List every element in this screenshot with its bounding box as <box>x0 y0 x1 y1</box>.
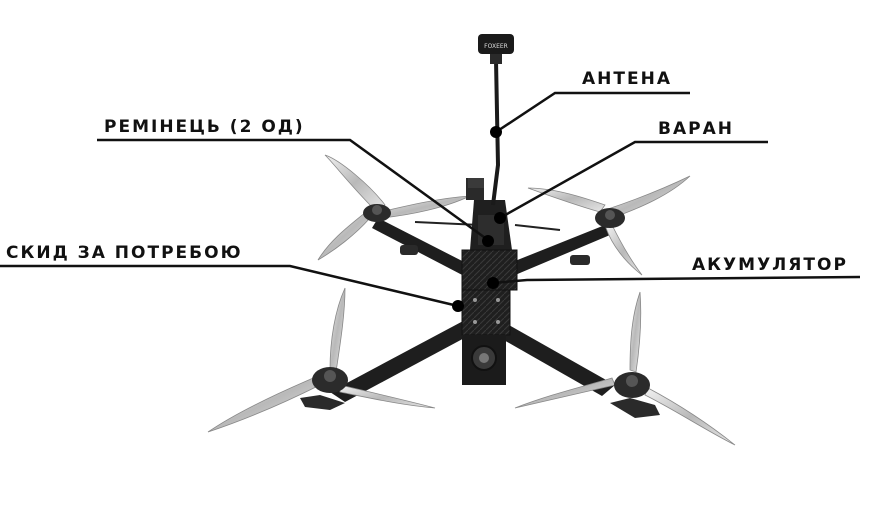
rx-antenna-right <box>514 224 561 231</box>
antenna-cap <box>478 34 514 54</box>
rx-antenna-left <box>414 221 481 226</box>
front-left-prop <box>207 287 436 433</box>
leader-battery <box>492 275 861 285</box>
rear-right-prop <box>527 175 691 276</box>
arm-rear-left <box>372 218 470 278</box>
leader-drop <box>0 264 459 308</box>
leader-dots <box>452 126 506 312</box>
label-strap: РЕМІНЕЦЬ (2 ОД) <box>104 117 305 137</box>
main-antenna: FOXEER <box>478 34 514 206</box>
label-antenna: АНТЕНА <box>582 69 672 89</box>
dot-strap <box>482 235 494 247</box>
leader-frame <box>499 140 768 220</box>
leader-lines <box>0 91 861 308</box>
battery-connector <box>468 178 484 188</box>
label-battery: АКУМУЛЯТОР <box>692 255 848 275</box>
dot-drop <box>452 300 464 312</box>
arm-front-left <box>330 320 470 402</box>
antenna-cap-text: FOXEER <box>484 43 508 50</box>
leader-antenna <box>495 91 690 134</box>
arms <box>330 218 615 402</box>
rear-left-prop <box>317 154 471 261</box>
dot-battery <box>487 277 499 289</box>
dot-frame <box>494 212 506 224</box>
leader-strap <box>97 138 489 242</box>
label-drop: СКИД ЗА ПОТРЕБОЮ <box>6 243 243 263</box>
arm-front-right <box>495 320 615 396</box>
arm-rear-right <box>505 225 610 278</box>
dot-antenna <box>490 126 502 138</box>
front-right-prop <box>514 291 736 446</box>
label-frame: ВАРАН <box>658 119 734 139</box>
